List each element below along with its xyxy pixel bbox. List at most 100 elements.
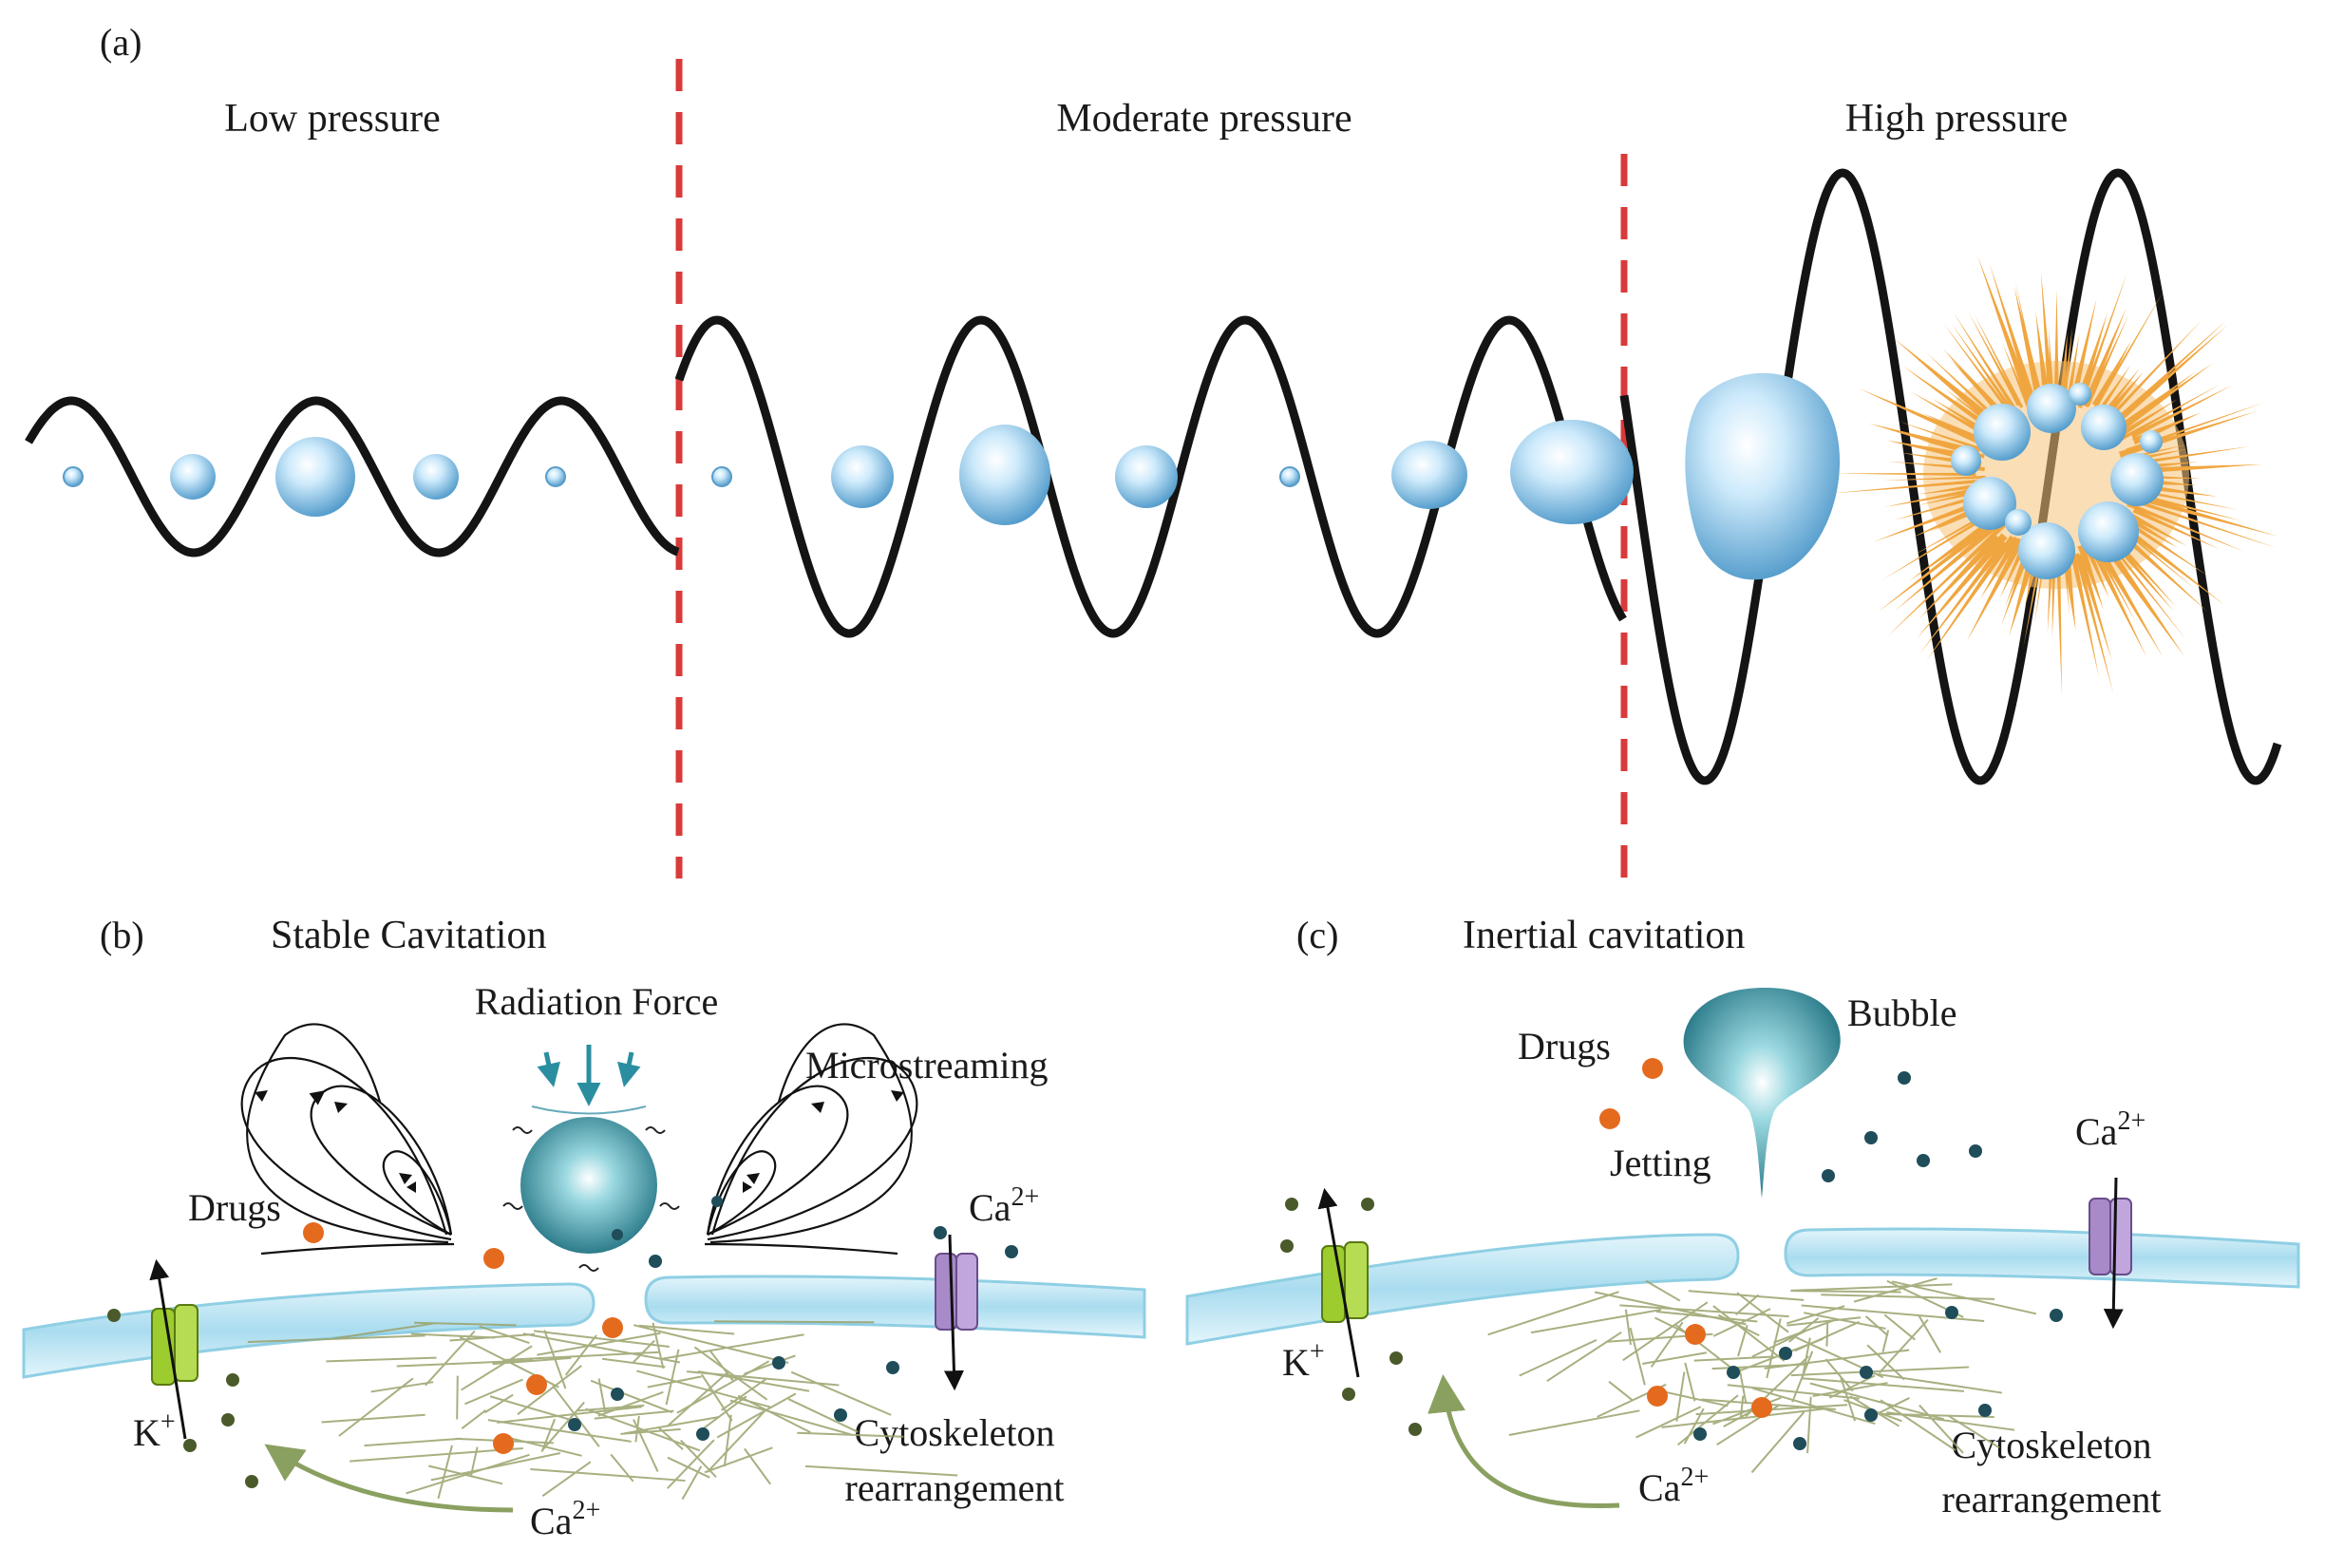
burst-spike [2095,544,2164,657]
cytoskeleton-fiber [1655,1310,1758,1323]
cytoskeleton-fiber [704,1446,773,1474]
bubble-large [275,437,355,517]
burst-spike [1968,312,2021,406]
bubble-small [711,466,732,487]
cytoskeleton-fiber [597,1378,607,1413]
cytoskeleton-fiber [410,1332,496,1339]
cytoskeleton-fiber [657,1426,684,1450]
panel-b-title: Stable Cavitation [271,914,546,957]
cytoskeleton-fiber [540,1418,557,1453]
oscillation-marks [502,1126,680,1272]
burst-spike [2071,298,2097,396]
cytoskeleton-fiber [1739,1395,1745,1419]
cytoskeleton-fiber [707,1410,766,1473]
cytoskeleton-fiber [396,1359,534,1368]
burst-spike [1883,485,1987,507]
burst-spike [2061,327,2072,406]
burst-spike [1834,472,1976,477]
cytoskeleton-fiber [541,1461,592,1497]
olive-ion-particles [107,1309,258,1488]
cell-membrane-left-c [1185,1233,1740,1346]
burst-spike [2092,292,2164,411]
cytoskeleton-fiber [787,1398,859,1433]
burst-spike [2109,325,2228,429]
ion-particles [568,1196,1018,1441]
cytoskeleton-fiber [1661,1407,1825,1428]
moderate-pressure-wave [674,315,1627,638]
microstreaming-loops-left [240,1023,455,1256]
cytoskeleton-fiber [522,1332,681,1364]
burst-spike [1925,535,2015,662]
cytoskeleton-fiber [1546,1331,1622,1383]
jetting-bubble [1683,988,1841,1199]
cytoskeleton-fiber [332,1322,438,1340]
cytoskeleton-fiber [1806,1396,1812,1454]
cytoskeleton-fiber [1750,1411,1805,1474]
cytoskeleton-fiber [364,1437,463,1447]
cytoskeleton-fiber [406,1453,530,1495]
cytoskeleton-fiber [517,1365,582,1415]
cytoskeleton-fiber [676,1360,770,1414]
cytoskeleton-fiber [1693,1355,1774,1362]
cytoskeleton-fiber [665,1349,680,1406]
burst-spike [2086,539,2147,659]
burst-spike [2053,290,2059,404]
bubble-expanded [1685,372,1841,580]
bubble-medium [1115,445,1178,508]
cytoskeleton-fiber [714,1320,875,1324]
radiation-force-arrows [531,1045,647,1115]
burst-spike [2109,319,2202,419]
cytoskeleton-fiber [1825,1322,1829,1347]
cytoskeleton-fiber [461,1409,487,1429]
cell-membrane-right-c [1784,1227,2300,1289]
burst-spike [1979,536,2021,599]
bubble-large [1510,420,1634,524]
cytoskeleton-fiber [1712,1308,1771,1337]
burst-spike [2114,384,2221,444]
burst-spike [1886,520,2010,637]
cytoskeleton-fiber [350,1446,523,1463]
cytoskeleton-fiber [1619,1304,1789,1318]
cytoskeleton-fiber [1688,1290,1805,1301]
cytoskeleton-fiber [456,1375,459,1420]
cytoskeleton-fiber [709,1350,734,1382]
cytoskeleton-fiber [1752,1387,1876,1426]
cytoskeleton-fiber [534,1330,670,1348]
burst-spike [2015,281,2043,405]
cytoskeleton-fiber [497,1406,643,1424]
cytoskeleton-mesh [247,1320,958,1501]
ca-channel-label: Ca2+ [969,1182,1039,1229]
cytoskeleton-fiber [530,1467,686,1483]
burst-spike [2132,445,2252,466]
cytoskeleton-fiber [1824,1358,1854,1392]
burst-spike [2130,385,2233,439]
burst-spike [2127,501,2245,552]
burst-spike [1878,518,1999,613]
burst-spike [1942,323,2012,414]
cytoskeleton-fiber [1676,1394,1739,1446]
cytoskeleton-fiber [1803,1377,1965,1392]
cytoskeleton-fiber [1642,1351,1708,1365]
calcium-channel-c [2089,1177,2132,1330]
microstreaming-loops-right [704,1023,918,1256]
cytoskeleton-fiber [1828,1374,1876,1399]
cytoskeleton-fiber [1880,1399,1956,1451]
microstreaming-arrowheads [255,1090,904,1193]
panel-c-tag: (c) [1296,914,1338,956]
bubble-small [545,466,566,487]
cytoskeleton-fiber [804,1464,958,1477]
cytoskeleton-fiber [797,1431,904,1438]
cytoskeleton-fiber [702,1395,747,1430]
burst-spike [2099,538,2185,657]
burst-spike [2060,332,2068,391]
cytoskeleton-fiber [1635,1406,1702,1439]
high-pressure-wave [1619,168,2282,785]
bubble-fragments [1951,383,2164,579]
burst-spike [2068,541,2100,678]
cytoskeleton-fiber [1608,1380,1634,1402]
cytoskeleton-mesh-c [1487,1277,2037,1474]
cytoskeleton-fiber [483,1393,514,1414]
bubble-medium [831,445,894,508]
burst-spike [2121,363,2214,430]
burst-spike [2076,312,2108,401]
